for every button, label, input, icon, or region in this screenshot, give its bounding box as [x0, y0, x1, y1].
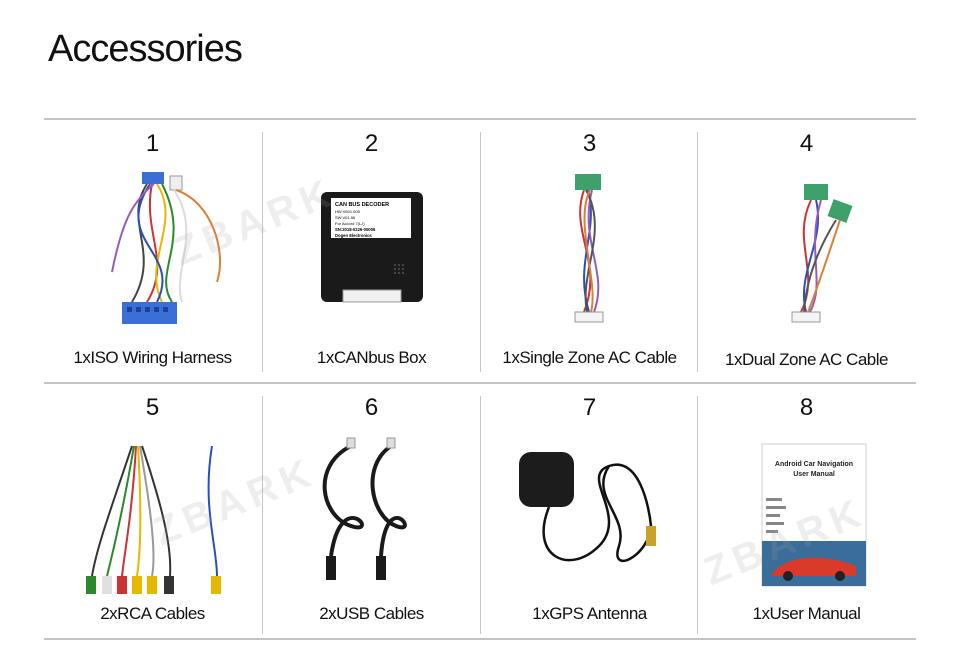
item-caption: 2xRCA Cables — [100, 604, 205, 623]
accessory-item-rca-cables: 5 2xRCA Cables — [44, 386, 261, 641]
canbus-label-line: CAN BUS DECODER — [335, 202, 389, 208]
canbus-label-line: Dogen Electronics — [335, 233, 372, 238]
item-number: 7 — [582, 394, 597, 421]
accessory-item-iso-harness: 1 1xISO Wiring Harness — [44, 122, 261, 377]
manual-title-line: Android Car Navigation — [775, 461, 853, 468]
accessory-item-user-manual: 8 Android Car Navigation User Manual 1xU… — [698, 386, 915, 641]
item-number: 1 — [145, 130, 160, 157]
item-caption: 1xUser Manual — [752, 604, 861, 623]
canbus-label-line: SW:V01.56 — [335, 215, 356, 220]
item-caption: 1xCANbus Box — [316, 348, 427, 367]
item-number: 6 — [364, 394, 379, 421]
item-number: 3 — [582, 130, 597, 157]
canbus-box-icon: CAN BUS DECODER HW:V601.005 SW:V01.56 Fo… — [321, 192, 423, 303]
page-title: Accessories — [48, 28, 243, 70]
divider-vertical — [697, 396, 698, 634]
item-number: 2 — [364, 130, 379, 157]
item-caption: 1xDual Zone AC Cable — [725, 350, 888, 369]
canbus-label-line: HW:V601.005 — [335, 209, 361, 214]
divider-bottom — [44, 638, 916, 640]
single-zone-cable-icon — [574, 174, 604, 323]
accessory-item-single-zone-cable: 3 1xSingle Zone AC Cable — [481, 122, 698, 377]
user-manual-icon: Android Car Navigation User Manual — [761, 443, 867, 587]
divider-vertical — [262, 132, 263, 372]
canbus-label-line: SN:2018-0226-00006 — [335, 227, 376, 232]
item-caption: 1xGPS Antenna — [532, 604, 647, 623]
manual-title-line: User Manual — [793, 471, 835, 478]
dual-zone-cable-icon — [791, 184, 853, 323]
usb-cables-icon — [322, 437, 407, 580]
divider-top — [44, 118, 916, 120]
accessory-item-canbus-box: 2 CAN BUS DECODER HW:V601.005 SW:V01.56 … — [263, 122, 480, 377]
divider-middle — [44, 382, 916, 384]
item-number: 4 — [799, 130, 814, 157]
item-caption: 2xUSB Cables — [319, 604, 424, 623]
divider-vertical — [262, 396, 263, 634]
rca-cables-icon — [86, 445, 221, 594]
divider-vertical — [480, 132, 481, 372]
item-caption: 1xISO Wiring Harness — [73, 348, 232, 367]
gps-antenna-icon — [519, 452, 656, 563]
accessory-item-usb-cables: 6 2xUSB Cables — [263, 386, 480, 641]
item-caption: 1xSingle Zone AC Cable — [502, 348, 677, 367]
item-number: 5 — [145, 394, 160, 421]
item-number: 8 — [799, 394, 814, 421]
wiring-harness-icon — [111, 172, 221, 324]
accessory-item-gps-antenna: 7 1xGPS Antenna — [481, 386, 698, 641]
divider-vertical — [480, 396, 481, 634]
divider-vertical — [697, 132, 698, 372]
canbus-label-line: For Accord 7(LJ) — [335, 221, 365, 226]
accessory-item-dual-zone-cable: 4 1xDual Zone AC Cable — [698, 122, 915, 377]
